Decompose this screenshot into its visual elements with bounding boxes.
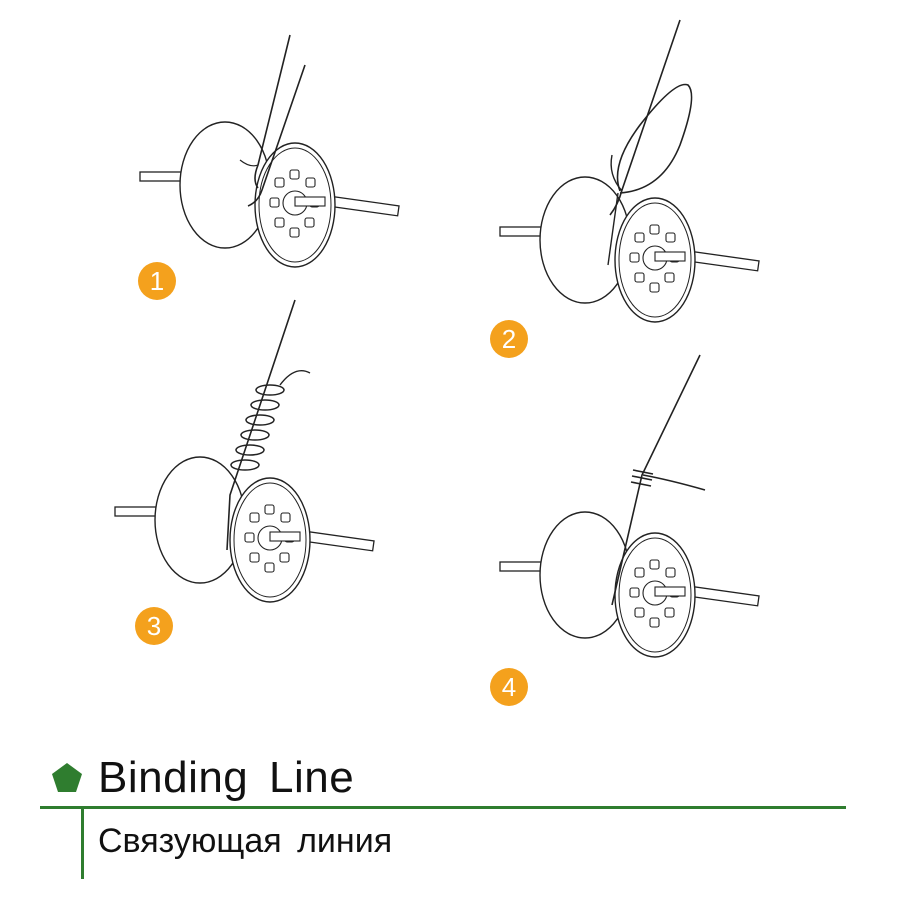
step-2-illustration	[499, 19, 760, 323]
step-3-illustration	[114, 299, 375, 603]
heading-title: Binding Line	[98, 753, 355, 802]
heading-row: Binding Line	[50, 748, 354, 808]
subtitle-accent-bar	[81, 809, 84, 879]
step-4-panel: 4	[490, 350, 880, 706]
step-number-badge: 2	[490, 320, 528, 358]
step-2-panel: 2	[490, 15, 880, 358]
step-number-badge: 1	[138, 262, 176, 300]
step-4-illustration	[499, 354, 760, 658]
step-number-badge: 3	[135, 607, 173, 645]
step-1-illustration	[139, 34, 400, 268]
step-1-panel: 1	[138, 30, 520, 360]
green-pentagon-icon	[52, 763, 82, 792]
heading-subtitle: Связующая линия	[98, 822, 393, 860]
step-3-panel: 3	[114, 295, 495, 645]
step-number-badge: 4	[490, 668, 528, 706]
heading-divider	[40, 806, 846, 809]
